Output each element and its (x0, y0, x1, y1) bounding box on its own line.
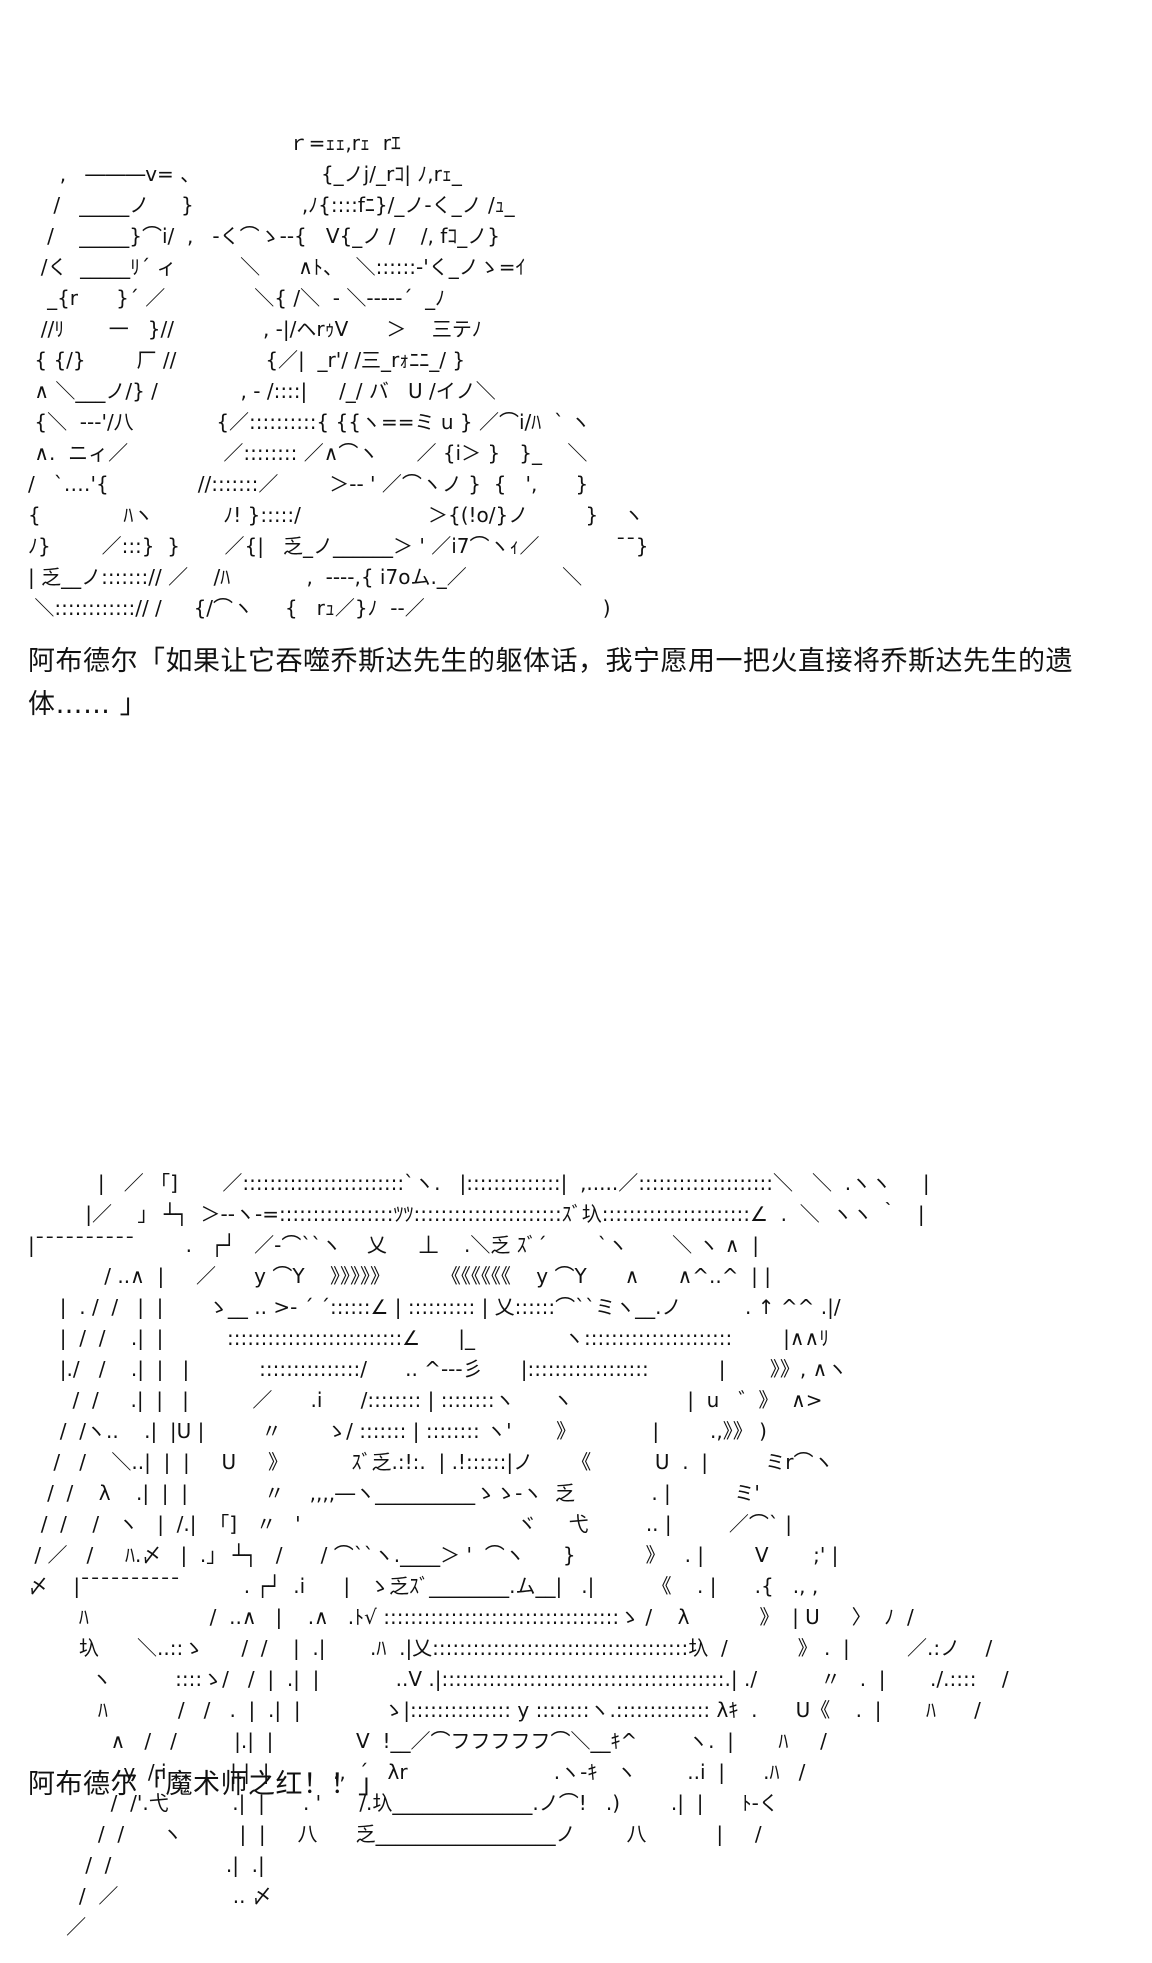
ascii-art-fire-creature: ｒ=ｪｪ,rｪ rｴ , ―――v= 、 {_ノj/_rｺ| ﾉ,rｪ_ / _… (28, 131, 649, 620)
dialogue-caption: 阿布德尔「如果让它吞噬乔斯达先生的躯体话，我宁愿用一把火直接将乔斯达先生的遗体…… (28, 646, 1073, 720)
dialogue-caption-shout: 阿布德尔「魔术师之红！！」 (28, 1769, 386, 1800)
ascii-art-magicians-red: | ／ 「] ／::::::::::::::::::::::::`ヽ. |:::… (28, 1171, 1009, 1939)
